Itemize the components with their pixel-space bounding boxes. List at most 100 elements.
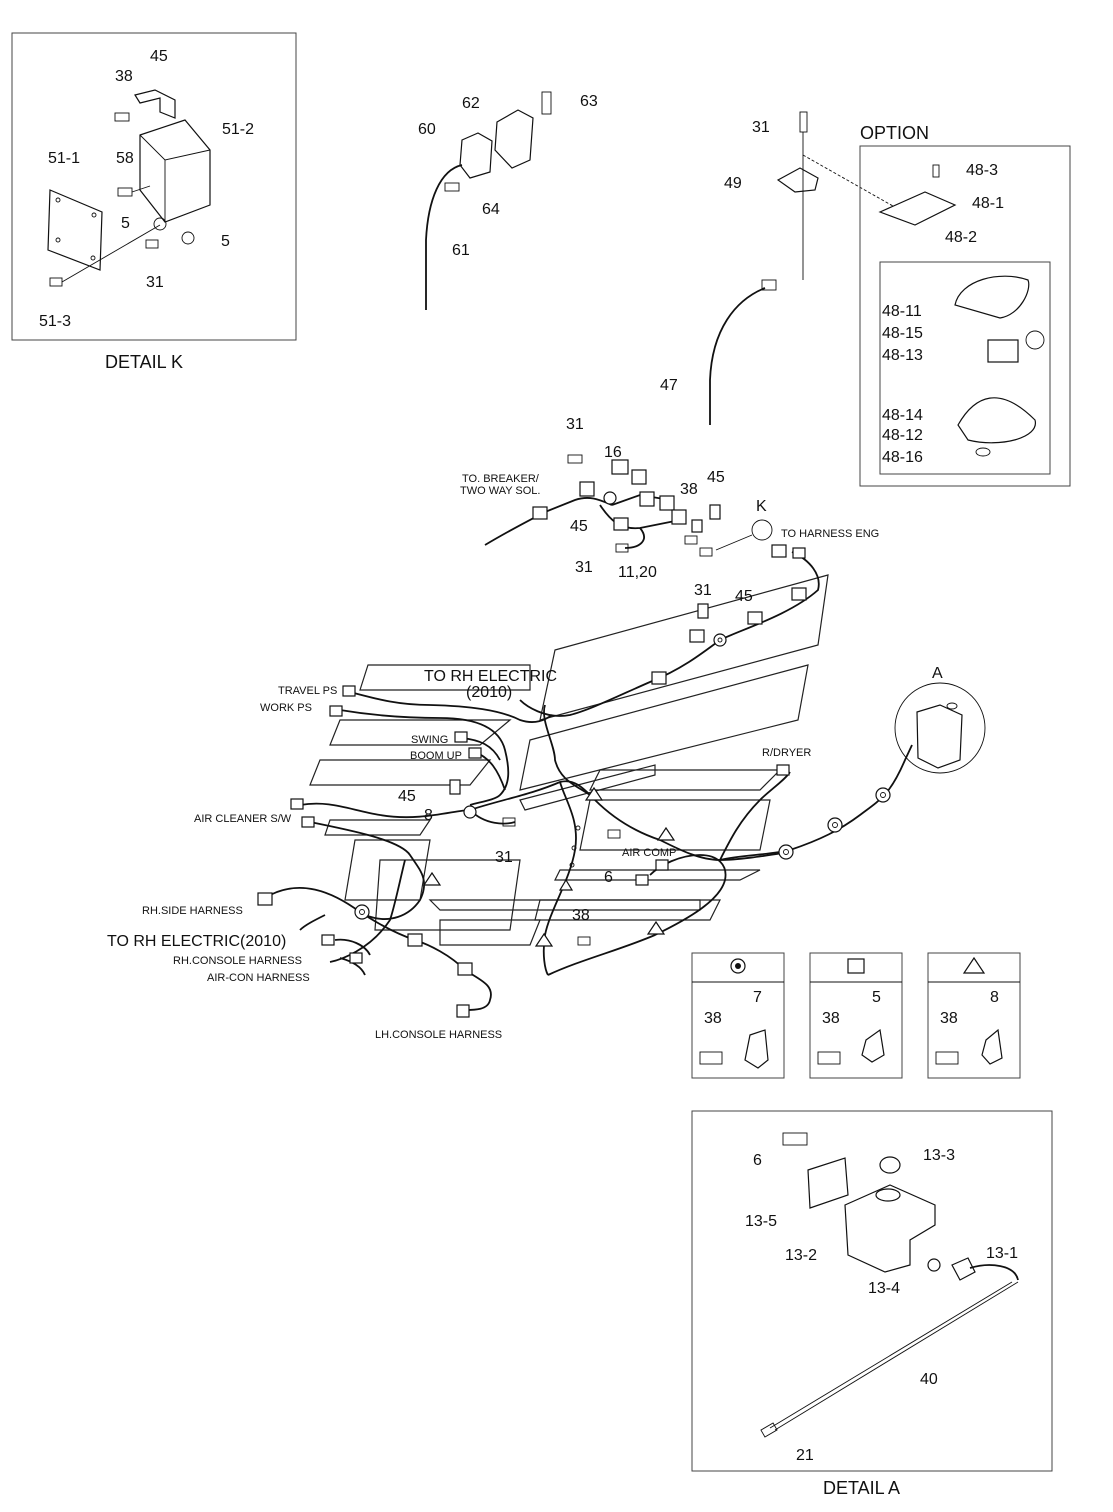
detail-a-label-21: 21: [796, 1447, 814, 1464]
detail-k-label-5b: 5: [221, 233, 230, 250]
note-work-ps: WORK PS: [260, 702, 312, 714]
note-boom-up: BOOM UP: [410, 750, 462, 762]
part-62: [494, 109, 534, 169]
callout-31-b: 31: [566, 416, 584, 433]
note-to-rh-electric-2010: TO RH ELECTRIC(2010): [107, 933, 286, 950]
callout-16: 16: [604, 444, 622, 461]
lamp-assembly: 62 63 60 64 61: [418, 91, 598, 310]
legend-triangle: 38 8: [927, 952, 1021, 1079]
callout-45-a: 45: [570, 518, 588, 535]
option-inner-frame: [879, 261, 1051, 475]
part-40-rod: [774, 1281, 1019, 1431]
option-title: OPTION: [860, 123, 929, 143]
callout-8: 8: [424, 807, 433, 824]
note-two-way-sol: TWO WAY SOL.: [460, 485, 540, 497]
detail-a-title: DETAIL A: [823, 1478, 900, 1498]
part-48-15: [1025, 330, 1045, 350]
part-49: [776, 167, 819, 193]
callout-45-b: 45: [707, 469, 725, 486]
part-51-1: [47, 189, 103, 271]
note-air-con-harness: AIR-CON HARNESS: [207, 972, 310, 984]
note-rh-console-harness: RH.CONSOLE HARNESS: [173, 955, 302, 967]
callout-60: 60: [418, 121, 436, 138]
callout-31-d: 31: [694, 582, 712, 599]
callout-31-e: 31: [495, 849, 513, 866]
detail-k-label-58: 58: [116, 150, 134, 167]
callout-38-b: 38: [572, 907, 590, 924]
detail-k-panel: 45 38 51-2 51-1 58 5 5 31 51-3 DETAIL K: [11, 32, 297, 372]
note-r-dryer: R/DRYER: [762, 747, 811, 759]
detail-a-label-13-1: 13-1: [986, 1245, 1018, 1262]
part-48-13: [987, 339, 1019, 363]
part-48-16: [975, 447, 991, 457]
detail-k-label-38: 38: [115, 68, 133, 85]
callout-6: 6: [604, 869, 613, 886]
detail-k-label-51-3: 51-3: [39, 313, 71, 330]
upper-frame-outline: [309, 574, 829, 946]
part-13-2: [844, 1184, 936, 1273]
detail-a-label-40: 40: [920, 1371, 938, 1388]
callout-45-c: 45: [735, 588, 753, 605]
detail-a-label-13-3: 13-3: [923, 1147, 955, 1164]
option-label-48-16: 48-16: [882, 449, 923, 466]
option-label-48-11: 48-11: [882, 303, 922, 320]
note-lh-console-harness: LH.CONSOLE HARNESS: [375, 1029, 502, 1041]
option-label-48-12: 48-12: [882, 427, 923, 444]
detail-a-frame: [691, 1110, 1053, 1472]
option-label-48-1: 48-1: [972, 195, 1004, 212]
part-45-bracket: [134, 89, 176, 119]
callout-38-a: 38: [680, 481, 698, 498]
note-swing: SWING: [411, 734, 448, 746]
legend-triangle-8: 8: [990, 989, 999, 1006]
option-panel: OPTION 48-3 48-1 48-2 48-11 48-15 48-13 …: [859, 123, 1071, 487]
part-60: [459, 132, 493, 179]
part-51-2: [139, 119, 211, 223]
note-travel-ps: TRAVEL PS: [278, 685, 337, 697]
callout-11-20: 11,20: [618, 564, 657, 581]
callout-62: 62: [462, 95, 480, 112]
note-air-comp: AIR COMP: [622, 847, 676, 859]
detail-k-label-45: 45: [150, 48, 168, 65]
option-label-48-14: 48-14: [882, 407, 923, 424]
part-13-3: [879, 1156, 901, 1174]
callout-63: 63: [580, 93, 598, 110]
legend-circle-7: 7: [753, 989, 762, 1006]
part-48-12: [957, 397, 1036, 444]
bracket-49-assembly: 31 49 47: [660, 111, 901, 425]
part-13-1: [951, 1257, 976, 1281]
callout-31-top: 31: [752, 119, 770, 136]
option-label-48-3: 48-3: [966, 162, 998, 179]
part-13-4: [927, 1258, 941, 1272]
option-label-48-15: 48-15: [882, 325, 923, 342]
legend-square-5: 5: [872, 989, 881, 1006]
callout-31-c: 31: [575, 559, 593, 576]
legend-circle: 38 7: [691, 952, 785, 1079]
note-to-harness-eng: TO HARNESS ENG: [781, 528, 879, 540]
part-21-tip: [760, 1422, 778, 1438]
detail-k-frame: [11, 32, 297, 341]
main-harness: 31 16 45 38 45 K 31 11,20 31 45 A 45 8 3…: [107, 416, 986, 1041]
option-label-48-2: 48-2: [945, 229, 977, 246]
callout-47: 47: [660, 377, 678, 394]
wire-47: [709, 287, 766, 425]
legend-square: 38 5: [809, 952, 903, 1079]
detail-a-label-6: 6: [753, 1152, 762, 1169]
callout-45-d: 45: [398, 788, 416, 805]
detail-k-label-31: 31: [146, 274, 164, 291]
part-48-1: [878, 191, 957, 226]
callout-K: K: [756, 498, 767, 515]
detail-k-label-5a: 5: [121, 215, 130, 232]
option-frame: [859, 145, 1071, 487]
callout-64: 64: [482, 201, 500, 218]
detail-k-label-51-1: 51-1: [48, 150, 80, 167]
callout-A: A: [932, 665, 943, 682]
legend-triangle-38: 38: [940, 1010, 958, 1027]
detail-k-label-51-2: 51-2: [222, 121, 254, 138]
detail-a-label-13-2: 13-2: [785, 1247, 817, 1264]
detail-a-panel: 6 13-3 13-5 13-2 13-1 13-4 40 21 DETAIL …: [691, 1110, 1053, 1498]
note-rh-side-harness: RH.SIDE HARNESS: [142, 905, 243, 917]
wire-61: [425, 164, 463, 310]
note-air-cleaner: AIR CLEANER S/W: [194, 813, 292, 825]
callout-61: 61: [452, 242, 470, 259]
